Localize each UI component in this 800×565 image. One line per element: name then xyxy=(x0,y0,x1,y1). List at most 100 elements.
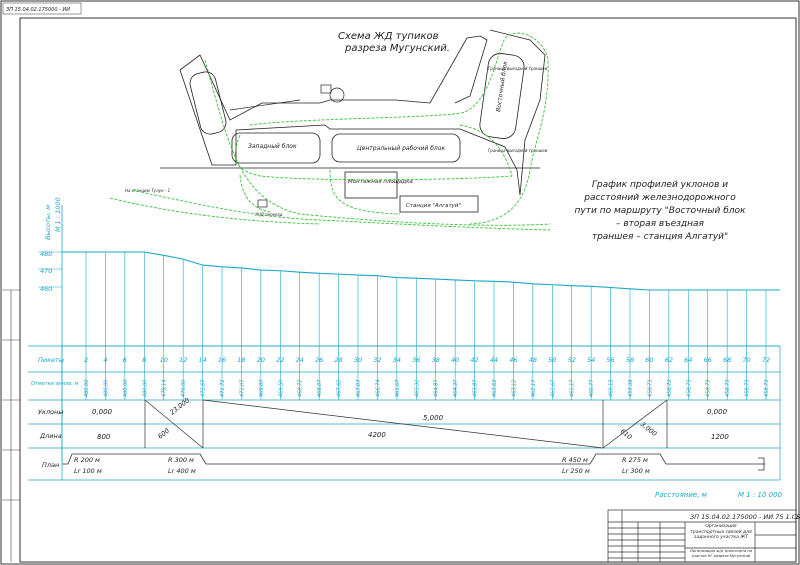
picket-label: 68 xyxy=(723,356,731,364)
stamp-code: ЗП 15.04.02.175000 - ИИ.75 1.CБ xyxy=(690,513,800,521)
picket-label: 16 xyxy=(218,356,226,364)
slope-value-2: 23,000 xyxy=(168,396,191,416)
graph-title: График профилей уклонов и расстояний жел… xyxy=(575,180,746,242)
picket-label: 30 xyxy=(354,356,362,364)
profile-table xyxy=(28,345,781,481)
schema-title-1: Схема ЖД тупиков xyxy=(338,31,439,42)
profile-line xyxy=(62,251,780,291)
elevation-label: 462,17 xyxy=(531,379,537,397)
elevation-label: 470,00 xyxy=(181,380,187,398)
elevation-label: 471,72 xyxy=(220,380,226,398)
picket-label: 38 xyxy=(432,356,440,364)
corner-stamp xyxy=(2,2,82,15)
picket-label: 48 xyxy=(529,356,537,364)
station-box xyxy=(399,195,479,213)
elevation-label: 458,73 xyxy=(667,380,673,398)
picket-label: 50 xyxy=(548,356,556,364)
picket-label: 56 xyxy=(606,356,614,364)
note-cross: Ж/Д переезд xyxy=(254,212,283,217)
elevation-label: 468,07 xyxy=(317,379,323,397)
picket-label: 52 xyxy=(568,356,576,364)
picket-label: 18 xyxy=(237,356,245,364)
elev-tick-460: 460 xyxy=(40,285,52,293)
profile-layer xyxy=(62,251,780,347)
curve-r-3: R 450 м xyxy=(562,456,588,464)
block-east xyxy=(479,53,525,139)
picket-label: 2 xyxy=(84,356,88,364)
pit-west-upper xyxy=(189,71,227,135)
curve-r-2: R 300 м xyxy=(168,456,194,464)
picket-label: 66 xyxy=(704,356,712,364)
picket-label: 46 xyxy=(509,356,517,364)
picket-label: 24 xyxy=(296,356,304,364)
picket-label: 62 xyxy=(665,356,673,364)
elevation-label: 472,67 xyxy=(201,379,207,397)
elevation-label: 465,32 xyxy=(414,380,420,398)
elevation-label: 466,74 xyxy=(375,380,381,398)
elevation-label: 463,62 xyxy=(492,380,498,398)
slope-value-5: 0,000 xyxy=(707,408,728,416)
montage-label: Монтажная площадка xyxy=(348,179,413,185)
stamp-title: Организация транспортных связей для зада… xyxy=(690,524,752,540)
picket-label: 60 xyxy=(645,356,653,364)
elevation-label: 460,13 xyxy=(609,380,615,398)
elevation-label: 480,00 xyxy=(123,380,129,398)
elevation-label: 463,87 xyxy=(473,379,479,397)
block-central xyxy=(331,133,461,163)
elevation-label: 461,17 xyxy=(570,379,576,397)
title-block xyxy=(607,509,797,563)
slope-length-2: 600 xyxy=(156,427,171,441)
curve-r-4: R 275 м xyxy=(622,456,648,464)
slope-segments xyxy=(144,399,668,449)
picket-label: 8 xyxy=(142,356,146,364)
row-label-slopes: Уклоны xyxy=(38,408,63,416)
montage-area xyxy=(344,171,398,199)
corner-code: ЗП 15.04.02.175000 - ИИ xyxy=(6,7,70,13)
plan-end-mark xyxy=(758,457,765,471)
block-west-label: Западный блок xyxy=(248,143,297,150)
elevation-label: 460,77 xyxy=(589,379,595,397)
elevation-label: 467,07 xyxy=(356,379,362,397)
picket-label: 36 xyxy=(412,356,420,364)
slope-length-1: 800 xyxy=(97,433,111,441)
note-trench: Граница выездной траншеи xyxy=(488,66,548,71)
row-label-elev: Отметки земли, м xyxy=(31,381,79,387)
slope-value-3: 5,000 xyxy=(423,414,444,422)
elevation-label: 458,73 xyxy=(764,380,770,398)
elevation-label: 465,67 xyxy=(395,379,401,397)
vscale-value: М 1 : 1000 xyxy=(54,197,62,232)
hscale-value: М 1 : 10 000 xyxy=(738,491,783,499)
elevation-label: 461,67 xyxy=(550,379,556,397)
curve-l-1: Lr 100 м xyxy=(74,467,102,475)
roads xyxy=(160,84,540,208)
slope-value-4: 3,000 xyxy=(639,420,659,438)
curve-l-4: Lr 300 м xyxy=(622,467,650,475)
graph-title-1: График профилей уклонов и xyxy=(592,180,728,190)
elevation-label: 458,73 xyxy=(745,380,751,398)
row-label-lengths: Длина xyxy=(39,432,62,440)
picket-label: 12 xyxy=(179,356,187,364)
elevation-label: 480,00 xyxy=(84,380,90,398)
graph-title-5: траншея – станция Алгатуй" xyxy=(592,232,728,242)
elev-tick-480: 480 xyxy=(40,250,52,258)
curve-r-1: R 200 м xyxy=(74,456,100,464)
block-central-label: Центральный рабочий блок xyxy=(357,145,445,152)
station-label: Станция "Алгатуй" xyxy=(406,203,461,209)
picket-label: 14 xyxy=(198,356,206,364)
hscale-label: Расстояние, м xyxy=(655,491,708,499)
picket-label: 22 xyxy=(276,356,284,364)
graph-title-2: расстояний железнодорожного xyxy=(583,193,736,203)
elevation-label: 478,14 xyxy=(162,380,168,398)
picket-label: 6 xyxy=(123,356,127,364)
picket-label: 32 xyxy=(373,356,381,364)
elevation-label: 469,87 xyxy=(259,379,265,397)
elevation-label: 464,37 xyxy=(453,379,459,397)
picket-label: 34 xyxy=(393,356,401,364)
picket-label: 10 xyxy=(160,356,168,364)
elevation-label: 480,00 xyxy=(103,380,109,398)
row-label-plan: План xyxy=(42,461,59,469)
elevation-label: 458,73 xyxy=(647,380,653,398)
elevation-label: 459,38 xyxy=(628,380,634,398)
